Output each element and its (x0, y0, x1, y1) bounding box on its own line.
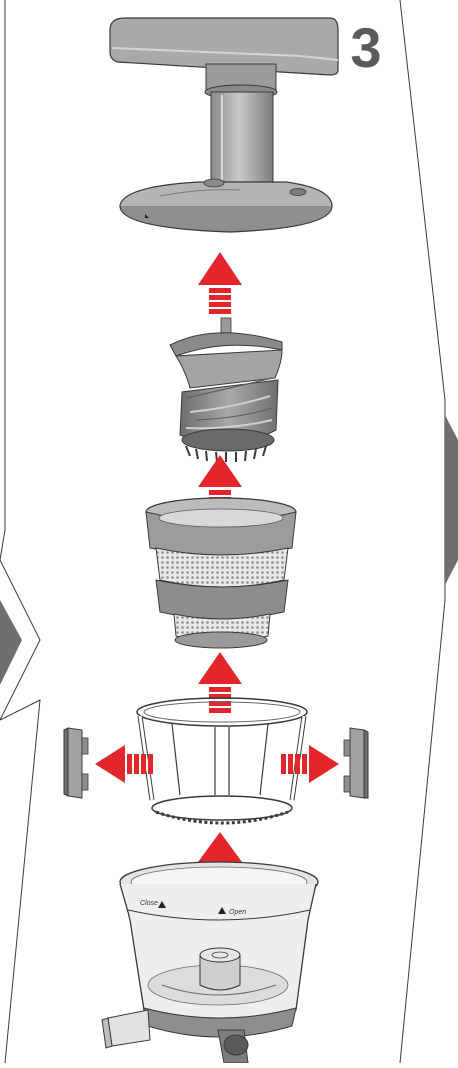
top-housing (109, 17, 339, 233)
left-edge-tab (0, 600, 22, 685)
step-number: 3 (350, 16, 382, 79)
open-label: Open (229, 909, 246, 916)
arrow-up-icon (198, 252, 242, 314)
right-wiper-blade (343, 727, 369, 799)
close-mark-icon (158, 901, 166, 908)
arrow-up-icon (198, 652, 242, 713)
right-edge-tab (445, 415, 458, 585)
arrow-left-icon (95, 745, 153, 783)
juicing-screen (145, 497, 297, 649)
left-wiper-blade (63, 727, 89, 799)
arrow-right-icon (281, 745, 339, 783)
juicing-bowl: Close Open (101, 861, 319, 1064)
auger (169, 317, 283, 463)
close-label: Close (140, 900, 158, 907)
open-mark-icon (218, 907, 226, 914)
